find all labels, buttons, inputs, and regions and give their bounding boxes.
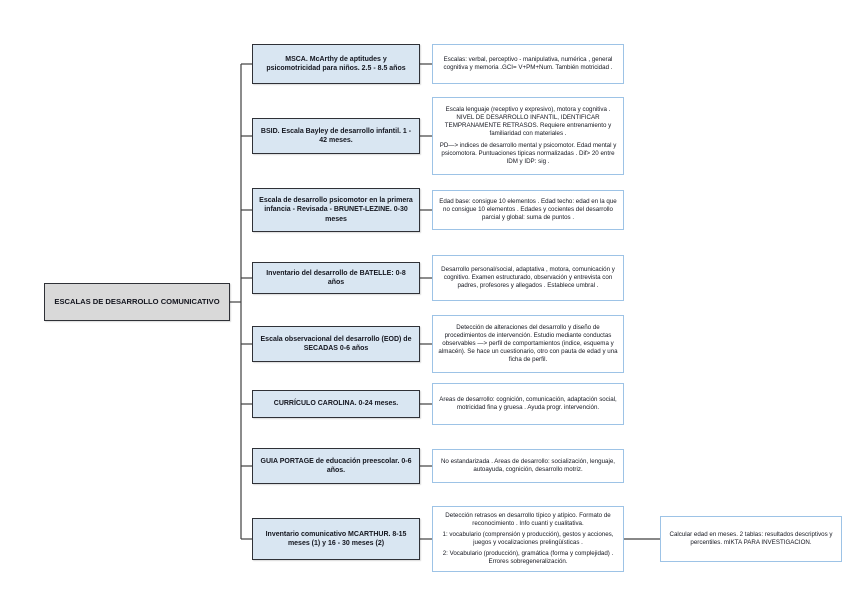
root-node-label: ESCALAS DE DESARROLLO COMUNICATIVO [54, 297, 220, 307]
node-guia-portage-label: GUIA PORTAGE de educación preescolar. 0-… [260, 457, 412, 474]
node-eod-secadas-label: Escala observacional del desarrollo (EOD… [260, 335, 412, 352]
node-batelle-label: Inventario del desarrollo de BATELLE: 0-… [266, 269, 406, 286]
root-node: ESCALAS DE DESARROLLO COMUNICATIVO [44, 283, 230, 321]
node-brunet-lezine: Escala de desarrollo psicomotor en la pr… [252, 188, 420, 232]
detail-text: No estandarizada . Areas de desarrollo: … [440, 457, 616, 473]
node-brunet-lezine-label: Escala de desarrollo psicomotor en la pr… [259, 197, 413, 223]
node-mcarthur-label: Inventario comunicativo MCARTHUR. 8-15 m… [265, 530, 407, 547]
detail-eod-secadas: Detección de alteraciones del desarrollo… [432, 315, 624, 373]
detail-msca: Escalas: verbal, perceptivo - manipulati… [432, 44, 624, 84]
detail-text: Edad base: consigue 10 elementos . Edad … [439, 197, 617, 222]
detail-text: 2: Vocabulario (producción), gramática (… [442, 550, 614, 566]
detail-text: Desarrollo personal/social, adaptativa ,… [441, 265, 615, 290]
node-msca-label: MSCA. McArthy de aptitudes y psicomotric… [266, 55, 406, 72]
detail-brunet-lezine: Edad base: consigue 10 elementos . Edad … [432, 190, 624, 230]
detail-text: 1: vocabulario (comprensión y producción… [442, 530, 614, 546]
detail-text: Escalas: verbal, perceptivo - manipulati… [443, 55, 613, 71]
detail-batelle: Desarrollo personal/social, adaptativa ,… [432, 255, 624, 301]
detail-text: Detección retrasos en desarrollo típico … [445, 511, 611, 527]
node-bsid: BSID. Escala Bayley de desarrollo infant… [252, 118, 420, 154]
node-curriculo-carolina: CURRÍCULO CAROLINA. 0-24 meses. [252, 390, 420, 418]
node-msca: MSCA. McArthy de aptitudes y psicomotric… [252, 44, 420, 84]
detail-text: PD—> indices de desarrollo mental y psic… [439, 141, 617, 165]
node-curriculo-carolina-label: CURRÍCULO CAROLINA. 0-24 meses. [273, 400, 399, 408]
node-mcarthur: Inventario comunicativo MCARTHUR. 8-15 m… [252, 518, 420, 560]
node-bsid-label: BSID. Escala Bayley de desarrollo infant… [260, 127, 412, 144]
note-mcarthur-extra: Calcular edad en meses. 2 tablas: result… [660, 516, 842, 562]
node-guia-portage: GUIA PORTAGE de educación preescolar. 0-… [252, 448, 420, 484]
detail-curriculo-carolina: Areas de desarrollo: cognición, comunica… [432, 383, 624, 425]
detail-bsid: Escala lenguaje (receptivo y expresivo),… [432, 97, 624, 175]
note-text: Calcular edad en meses. 2 tablas: result… [669, 530, 833, 546]
detail-text: Detección de alteraciones del desarrollo… [438, 323, 618, 364]
node-batelle: Inventario del desarrollo de BATELLE: 0-… [252, 262, 420, 294]
detail-guia-portage: No estandarizada . Areas de desarrollo: … [432, 449, 624, 483]
node-eod-secadas: Escala observacional del desarrollo (EOD… [252, 326, 420, 362]
detail-text: Areas de desarrollo: cognición, comunica… [439, 395, 617, 411]
detail-mcarthur: Detección retrasos en desarrollo típico … [432, 506, 624, 572]
detail-text: Escala lenguaje (receptivo y expresivo),… [444, 106, 612, 138]
